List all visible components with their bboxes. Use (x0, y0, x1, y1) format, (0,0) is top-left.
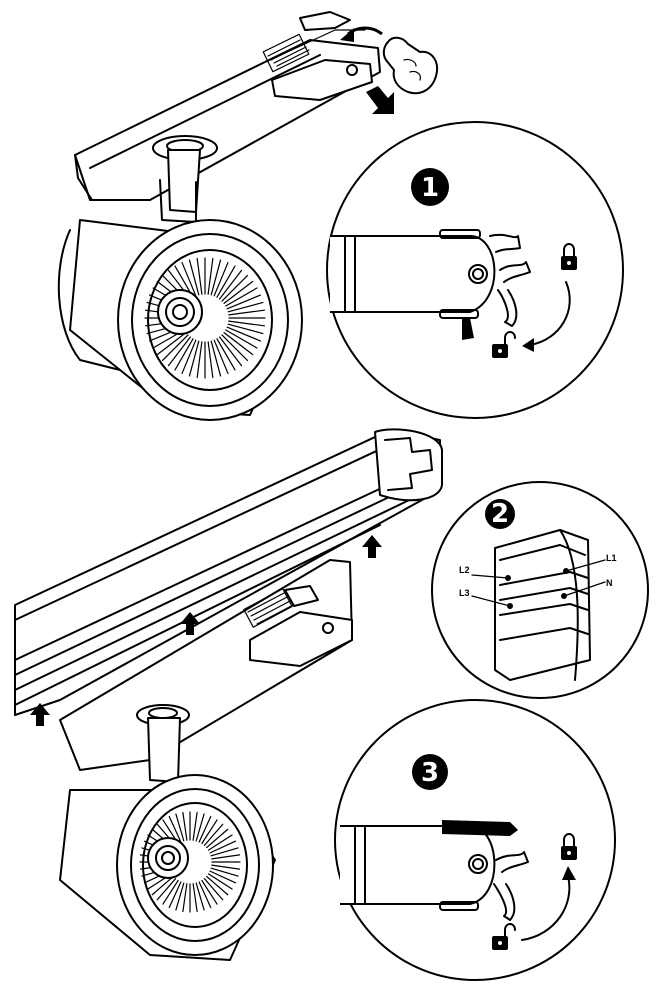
lock-closed-icon (561, 833, 577, 860)
reflector-fin (219, 269, 243, 300)
reflector-fin (225, 287, 258, 307)
step-2-badge: 2 (485, 499, 515, 529)
reflector-fin (174, 338, 194, 371)
reflector-fin (210, 847, 239, 857)
reflector-fin (162, 879, 179, 905)
wire-label-l1: L1 (606, 553, 617, 563)
reflector-fin (195, 882, 205, 911)
step-3-badge: 3 (412, 754, 448, 790)
reflector-fin (225, 329, 258, 349)
reflector-fin (216, 265, 236, 298)
reflector-fin (161, 334, 189, 362)
reflector-fin (216, 338, 236, 371)
step-2-detail: 2 L1 N L2 L3 (431, 481, 649, 699)
reflector-fin (192, 883, 198, 913)
reflector-fin (203, 823, 224, 846)
lock-open-icon (492, 923, 516, 950)
reflector-fin (181, 261, 197, 297)
reflector-fin (175, 813, 185, 842)
reflector-fin (188, 259, 200, 296)
reflector-fin (227, 301, 264, 313)
rotate-arrow-icon (340, 26, 383, 42)
reflector-fin (223, 332, 254, 356)
arrow-up-icon (180, 612, 200, 635)
reflector-fin (213, 261, 229, 297)
stem-mount-top (152, 135, 218, 223)
reflector-fin (195, 813, 205, 842)
reflector-fin (210, 867, 239, 877)
hand-icon (382, 36, 438, 95)
reflector-fins-top (144, 257, 266, 379)
reflector-fin (228, 320, 266, 327)
step-1-detail: 1 (326, 121, 624, 419)
reflector-fin (196, 257, 203, 295)
reflector-fin (156, 332, 187, 356)
reflector-fin (209, 840, 237, 854)
arrow-up-icon (362, 535, 382, 558)
reflector-fin (228, 309, 266, 316)
track-adapter-top (74, 11, 381, 201)
reflector-fin (211, 854, 241, 860)
step-1-number: 1 (421, 173, 439, 203)
reflector-fin (182, 883, 188, 913)
track-rail (14, 428, 443, 716)
step-3-detail: 3 (334, 699, 616, 981)
spotlight-head-bottom (59, 774, 276, 961)
reflector-fin (209, 870, 237, 884)
reflector-fin (206, 828, 229, 849)
reflector-fin (219, 336, 243, 367)
reflector-fin (207, 257, 214, 295)
reflector-fin (151, 875, 174, 896)
reflector-fin (206, 875, 229, 896)
reflector-fin (203, 878, 224, 901)
reflector-fin (201, 879, 218, 905)
reflector-fin (221, 334, 249, 362)
step-3-number: 3 (421, 758, 439, 788)
reflector-fin (207, 341, 214, 379)
step-2-number: 2 (491, 499, 509, 529)
wire-label-l3: L3 (459, 588, 470, 598)
reflector-fin (175, 882, 185, 911)
reflector-fin (182, 811, 188, 841)
stem-mount-bottom (136, 704, 190, 783)
reflector-fin (188, 340, 200, 377)
spotlight-top (57, 11, 438, 421)
reflector-fin (198, 881, 212, 909)
reflector-fin (181, 339, 197, 375)
reflector-fin (207, 873, 233, 890)
spotlight-bottom (59, 559, 353, 961)
track-adapter-bottom (59, 559, 353, 771)
reflector-fin (210, 259, 222, 296)
lock-closed-icon (561, 243, 577, 270)
reflector-fin (192, 811, 198, 841)
reflector-fin (168, 881, 182, 909)
lock-open-icon (492, 331, 516, 358)
reflector-fin (211, 864, 241, 870)
wire-label-n: N (606, 578, 613, 588)
reflector-fin (168, 815, 182, 843)
reflector-fin (213, 339, 229, 375)
reflector-fin (226, 326, 262, 342)
reflector-fin (201, 819, 218, 845)
reflector-fin (210, 340, 222, 377)
reflector-fin (227, 323, 264, 335)
reflector-fin (156, 878, 177, 901)
reflector-fin (221, 274, 249, 302)
arrow-down-right-icon (366, 86, 394, 114)
reflector-fin (223, 280, 254, 304)
wire-label-l2: L2 (459, 565, 470, 575)
arrow-up-icon (30, 703, 50, 726)
reflector-fin (198, 815, 212, 843)
step-1-badge: 1 (411, 168, 449, 206)
spotlight-head-top (57, 219, 303, 421)
reflector-fin (207, 834, 233, 851)
adapter-grip (262, 33, 310, 73)
reflector-fin (167, 336, 191, 367)
reflector-fin (226, 294, 262, 310)
reflector-fin (196, 341, 203, 379)
